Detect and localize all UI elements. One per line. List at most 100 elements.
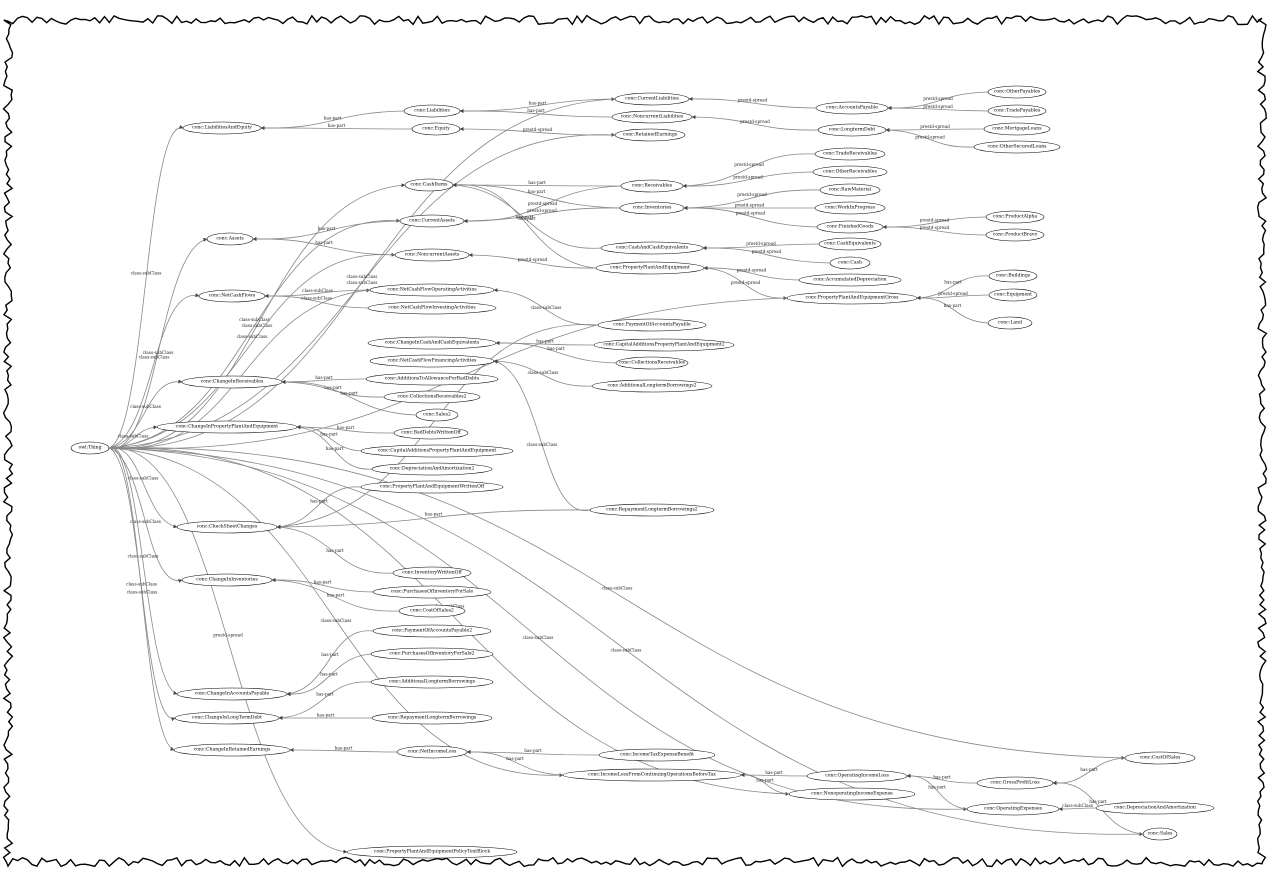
graph-node[interactable]: conc:Equipment: [988, 288, 1038, 302]
node-ellipse[interactable]: [372, 585, 492, 599]
graph-node[interactable]: conc:Equity: [411, 122, 461, 136]
graph-node[interactable]: conc:RepaymentLongtermBorrowings: [371, 711, 493, 725]
graph-node[interactable]: conc:ChangeInPropertyPlantAndEquipment: [156, 420, 298, 434]
graph-node[interactable]: conc:FinishedGoods: [816, 220, 884, 234]
graph-node[interactable]: conc:PaymentOfAccountsPayable2: [372, 624, 492, 638]
node-ellipse[interactable]: [370, 647, 494, 661]
node-ellipse[interactable]: [973, 140, 1061, 154]
node-ellipse[interactable]: [392, 566, 472, 580]
graph-node[interactable]: conc:CashEquivalents: [818, 237, 882, 251]
graph-node[interactable]: conc:RepaymentLongtermBorrowings2: [589, 503, 715, 517]
graph-node[interactable]: conc:NetCashFlows: [198, 289, 266, 303]
node-ellipse[interactable]: [369, 354, 495, 368]
graph-node[interactable]: conc:RawMaterial: [819, 183, 881, 197]
node-ellipse[interactable]: [198, 289, 266, 303]
graph-node[interactable]: conc:Sales2: [415, 408, 459, 422]
graph-node[interactable]: conc:Liabilities: [403, 104, 461, 118]
node-ellipse[interactable]: [394, 248, 470, 262]
graph-node[interactable]: conc:OperatingExpenses: [966, 802, 1060, 816]
graph-node[interactable]: conc:CostOfSales: [1124, 751, 1196, 765]
node-ellipse[interactable]: [985, 228, 1045, 242]
graph-node[interactable]: conc:PropertyPlantAndEquipmentWrittenOff: [360, 480, 504, 494]
node-ellipse[interactable]: [815, 101, 889, 115]
graph-node[interactable]: conc:CashAndCashEquivalents: [600, 241, 704, 255]
node-ellipse[interactable]: [369, 283, 495, 297]
graph-node[interactable]: conc:PurchasesOfInventoryForSale2: [370, 647, 494, 661]
graph-node[interactable]: conc:RetainedEarnings: [614, 128, 686, 142]
node-ellipse[interactable]: [360, 444, 514, 458]
node-ellipse[interactable]: [819, 183, 881, 197]
graph-node[interactable]: conc:OtherSecuredLoans: [973, 140, 1061, 154]
graph-node[interactable]: conc:Inventories: [619, 201, 685, 215]
graph-node[interactable]: conc:Receivables: [620, 179, 684, 193]
node-ellipse[interactable]: [817, 123, 887, 137]
node-ellipse[interactable]: [182, 121, 262, 135]
node-ellipse[interactable]: [786, 291, 918, 305]
node-ellipse[interactable]: [595, 261, 705, 275]
graph-node[interactable]: conc:CapitalAdditionsPropertyPlantAndEqu…: [360, 444, 514, 458]
node-ellipse[interactable]: [619, 201, 685, 215]
graph-node[interactable]: conc:AccumulatedDepreciation: [798, 273, 902, 287]
node-ellipse[interactable]: [829, 256, 871, 270]
graph-node[interactable]: conc:NonoperatingIncomeExpense: [788, 787, 916, 801]
node-ellipse[interactable]: [360, 480, 504, 494]
graph-node[interactable]: conc:IncomeTaxExpenseBenefit: [598, 748, 716, 762]
node-ellipse[interactable]: [597, 318, 707, 332]
node-ellipse[interactable]: [393, 426, 469, 440]
node-ellipse[interactable]: [798, 273, 902, 287]
graph-node[interactable]: conc:CashItems: [404, 178, 454, 192]
graph-node[interactable]: conc:ProductAlpha: [985, 210, 1045, 224]
graph-node[interactable]: conc:OperatingIncomeLoss: [806, 769, 908, 783]
node-ellipse[interactable]: [176, 687, 288, 701]
graph-node[interactable]: conc:ProductBravo: [985, 228, 1045, 242]
graph-node[interactable]: conc:InventoryWrittenOff: [392, 566, 472, 580]
node-ellipse[interactable]: [415, 408, 459, 422]
node-ellipse[interactable]: [404, 178, 454, 192]
node-ellipse[interactable]: [620, 179, 684, 193]
node-ellipse[interactable]: [399, 214, 465, 228]
graph-node[interactable]: conc:NoncurrentLiabilities: [611, 110, 693, 124]
graph-node[interactable]: conc:CollectionsReceivables: [615, 356, 689, 370]
node-ellipse[interactable]: [987, 104, 1047, 118]
node-ellipse[interactable]: [988, 288, 1038, 302]
graph-node[interactable]: conc:Buildings: [988, 269, 1038, 283]
graph-node[interactable]: conc:PurchasesOfInventoryForSale: [372, 585, 492, 599]
graph-node[interactable]: conc:PropertyPlantAndEquipmentGross: [786, 291, 918, 305]
graph-node[interactable]: conc:IncomeLossFromContinuingOperationsB…: [562, 768, 742, 782]
node-ellipse[interactable]: [593, 338, 735, 352]
graph-node[interactable]: conc:ChangeInAccountsPayable: [176, 687, 288, 701]
node-ellipse[interactable]: [411, 122, 461, 136]
graph-node[interactable]: conc:TradePayables: [987, 104, 1047, 118]
graph-node[interactable]: owl:Thing: [70, 441, 110, 455]
graph-node[interactable]: conc:LiabilitiesAndEquity: [182, 121, 262, 135]
graph-node[interactable]: conc:CheckSheetChanges: [176, 520, 278, 534]
graph-node[interactable]: conc:PaymentOfAccountsPayable: [597, 318, 707, 332]
node-ellipse[interactable]: [812, 165, 888, 179]
graph-node[interactable]: conc:ChangeInCashAndCashEquivalents: [367, 336, 497, 350]
graph-node[interactable]: conc:BadDebtsWrittenOff: [393, 426, 469, 440]
graph-node[interactable]: conc:CollectionsReceivables2: [383, 390, 481, 404]
node-ellipse[interactable]: [398, 604, 466, 618]
graph-node[interactable]: conc:TradeReceivables: [814, 147, 886, 161]
node-ellipse[interactable]: [370, 675, 494, 689]
node-ellipse[interactable]: [562, 768, 742, 782]
node-ellipse[interactable]: [591, 379, 713, 393]
node-ellipse[interactable]: [367, 336, 497, 350]
graph-node[interactable]: conc:CurrentLiabilities: [614, 92, 690, 106]
node-ellipse[interactable]: [372, 624, 492, 638]
graph-node[interactable]: conc:DepreciationAndAmortization2: [371, 462, 493, 476]
node-ellipse[interactable]: [806, 769, 908, 783]
graph-node[interactable]: conc:Cash: [829, 256, 871, 270]
node-ellipse[interactable]: [614, 92, 690, 106]
node-ellipse[interactable]: [976, 776, 1054, 790]
node-ellipse[interactable]: [600, 241, 704, 255]
node-ellipse[interactable]: [365, 372, 499, 386]
graph-node[interactable]: conc:PropertyPlantAndEquipmentPolicyText…: [346, 845, 518, 859]
node-ellipse[interactable]: [181, 375, 283, 389]
node-ellipse[interactable]: [987, 85, 1047, 99]
node-ellipse[interactable]: [181, 573, 273, 587]
graph-node[interactable]: conc:CurrentAssets: [399, 214, 465, 228]
node-ellipse[interactable]: [788, 787, 916, 801]
node-ellipse[interactable]: [814, 147, 886, 161]
node-ellipse[interactable]: [818, 237, 882, 251]
